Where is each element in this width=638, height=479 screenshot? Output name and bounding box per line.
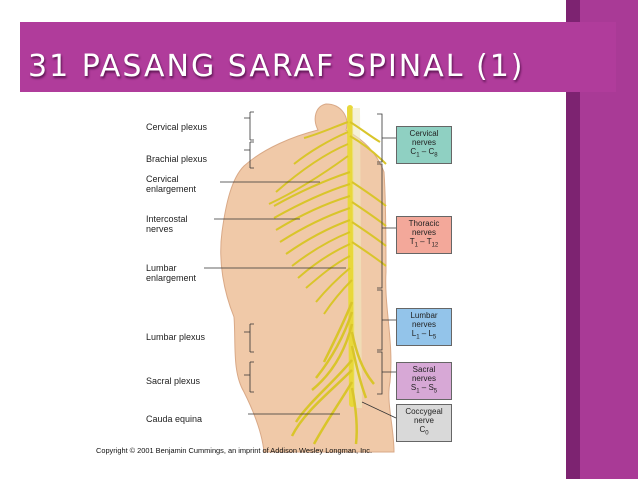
spinal-nerves-figure: Cervical plexus Brachial plexus Cervical… [94,92,564,462]
lumbar-sacral-nerves [290,301,375,445]
box-coccygeal-range: C0 [419,425,429,437]
slide-title: 31 PASANG SARAF SPINAL (1) [28,49,525,84]
label-cauda-equina: Cauda equina [146,414,203,424]
label-lumbar-enlargement-1: Lumbar [146,263,177,273]
spinal-cord [347,105,355,407]
label-lumbar-enlargement-2: enlargement [146,273,197,283]
box-lumbar-range: L1 – L5 [411,329,437,341]
box-lumbar-line1: Lumbar [410,311,438,320]
box-coccygeal-line2: nerve [413,416,434,425]
spinal-anatomy-illustration [204,103,397,453]
box-thoracic-line1: Thoracic [408,219,440,228]
title-banner: 31 PASANG SARAF SPINAL (1) [20,22,616,92]
label-cervical-plexus: Cervical plexus [146,122,208,132]
box-sacral-line1: Sacral [412,365,436,374]
box-sacral-nerves: Sacral nerves S1 – S5 [396,362,452,400]
label-brachial-plexus: Brachial plexus [146,154,208,164]
label-cervical-enlargement-2: enlargement [146,184,197,194]
box-sacral-line2: nerves [411,374,436,383]
box-coccygeal-line1: Coccygeal [405,407,443,416]
left-leader-lines [204,111,346,415]
box-cervical-range: C1 – C8 [410,147,438,159]
label-lumbar-plexus: Lumbar plexus [146,332,206,342]
label-cervical-enlargement-1: Cervical [146,174,179,184]
label-intercostal-1: Intercostal [146,214,188,224]
box-cervical-line2: nerves [411,138,436,147]
box-coccygeal-nerve: Coccygeal nerve C0 [396,404,452,442]
box-lumbar-nerves: Lumbar nerves L1 – L5 [396,308,452,346]
cervical-brachial-nerves [268,121,387,205]
back-silhouette [220,103,395,453]
label-intercostal-2: nerves [146,224,174,234]
box-thoracic-range: T1 – T12 [409,237,439,249]
box-lumbar-line2: nerves [411,320,436,329]
copyright-caption: Copyright © 2001 Benjamin Cummings, an i… [96,446,373,455]
vertebral-column [352,107,362,409]
intercostal-nerves [273,171,387,315]
box-sacral-range: S1 – S5 [410,383,438,395]
box-thoracic-line2: nerves [411,228,436,237]
right-brackets [361,113,397,419]
box-thoracic-nerves: Thoracic nerves T1 – T12 [396,216,452,254]
label-sacral-plexus: Sacral plexus [146,376,201,386]
box-cervical-nerves: Cervical nerves C1 – C8 [396,126,452,164]
stripe-shadow [566,0,580,479]
box-cervical-line1: Cervical [409,129,439,138]
